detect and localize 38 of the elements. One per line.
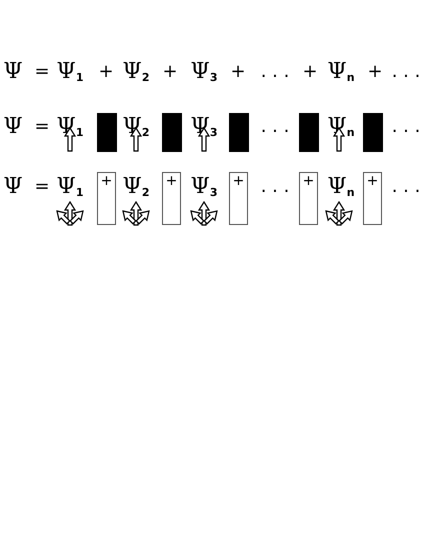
plus-box: +	[363, 172, 382, 225]
math-operator: . . .	[260, 178, 290, 196]
math-symbol: Ψ	[3, 61, 23, 83]
filled-bar	[229, 113, 249, 152]
math-symbol: Ψ$_{1}$	[56, 176, 84, 198]
math-symbol: Ψ$_{n}$	[327, 61, 355, 83]
math-symbol: Ψ$_{1}$	[56, 116, 84, 138]
math-symbol: Ψ$_{2}$	[122, 176, 150, 198]
math-operator: =	[34, 63, 50, 81]
math-operator: . . .	[260, 118, 290, 136]
math-operator: +	[302, 63, 318, 81]
math-operator: . . .	[392, 63, 420, 81]
plus-box: +	[162, 172, 181, 225]
math-operator: . . .	[260, 63, 290, 81]
math-symbol: Ψ$_{1}$	[56, 61, 84, 83]
filled-bar	[162, 113, 182, 152]
math-symbol: Ψ$_{n}$	[327, 176, 355, 198]
math-symbol: Ψ$_{3}$	[190, 61, 218, 83]
plus-box: +	[299, 172, 318, 225]
math-symbol: Ψ	[3, 176, 23, 198]
math-symbol: Ψ	[3, 116, 23, 138]
math-symbol: Ψ$_{3}$	[190, 116, 218, 138]
math-operator: +	[162, 63, 178, 81]
math-symbol: Ψ$_{2}$	[122, 61, 150, 83]
math-symbol: Ψ$_{2}$	[122, 116, 150, 138]
math-operator: +	[367, 63, 383, 81]
math-operator: =	[34, 178, 50, 196]
math-operator: +	[230, 63, 246, 81]
filled-bar	[363, 113, 383, 152]
plus-box: +	[97, 172, 116, 225]
math-operator: =	[34, 118, 50, 136]
math-operator: . . .	[392, 118, 420, 136]
plus-box: +	[229, 172, 248, 225]
math-symbol: Ψ$_{3}$	[190, 176, 218, 198]
filled-bar	[299, 113, 319, 152]
math-operator: +	[98, 63, 114, 81]
filled-bar	[97, 113, 117, 152]
math-operator: . . .	[392, 178, 420, 196]
